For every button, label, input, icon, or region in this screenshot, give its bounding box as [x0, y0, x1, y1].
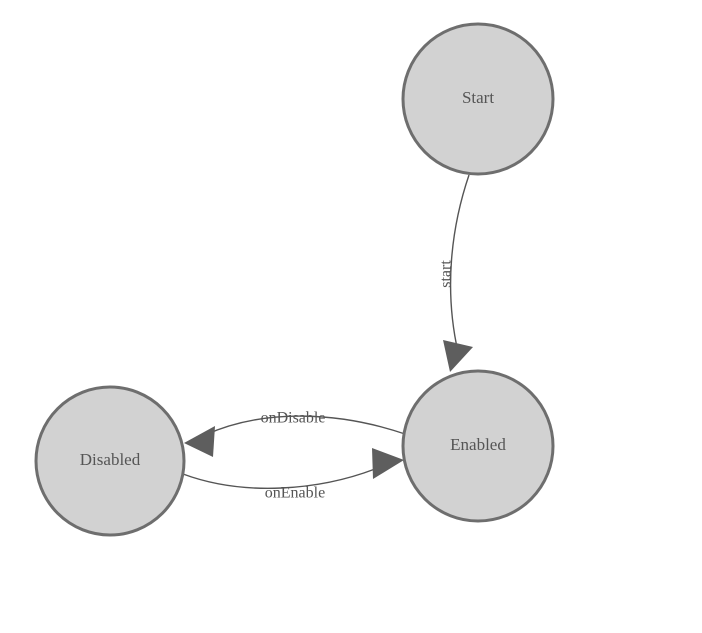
edge-label-on-enable: onEnable: [265, 485, 325, 502]
node-enabled[interactable]: Enabled: [401, 369, 555, 523]
edge-path-enabled-to-disabled: [204, 415, 406, 436]
edge-path-start-to-enabled: [449, 174, 470, 353]
arrowhead-into-disabled: [184, 426, 215, 457]
node-start-circle: [401, 22, 555, 176]
node-enabled-label: Enabled: [450, 435, 506, 454]
edge-enabled-to-disabled[interactable]: [184, 415, 406, 457]
node-start[interactable]: Start: [401, 22, 555, 176]
edge-start-to-enabled[interactable]: [443, 174, 473, 372]
edge-disabled-to-enabled[interactable]: [182, 448, 404, 489]
edge-label-on-disable: onDisable: [261, 410, 326, 427]
arrowhead-into-enabled-top: [443, 340, 473, 372]
node-disabled[interactable]: Disabled: [34, 385, 186, 537]
edge-path-disabled-to-enabled: [182, 468, 376, 489]
arrowhead-into-enabled-left: [372, 448, 404, 479]
node-enabled-circle: [401, 369, 555, 523]
edge-label-start: start: [438, 260, 455, 288]
node-disabled-label: Disabled: [80, 450, 141, 469]
node-start-label: Start: [462, 88, 494, 107]
node-disabled-circle: [34, 385, 186, 537]
